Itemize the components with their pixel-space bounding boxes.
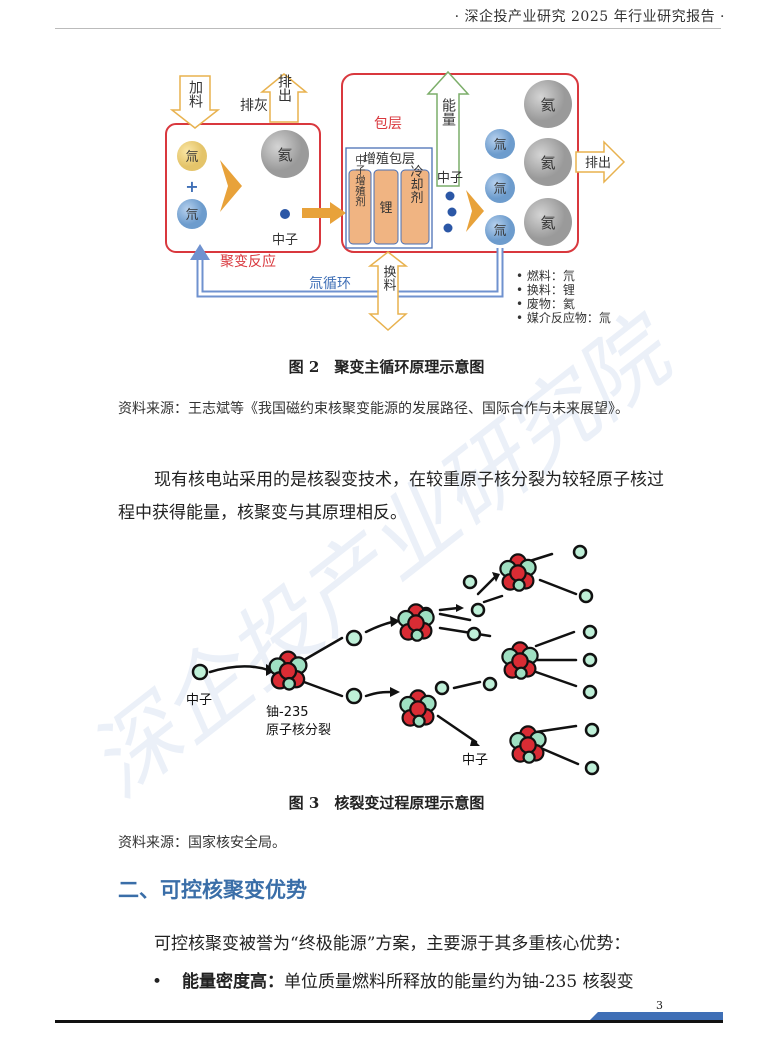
figure3-caption: 图 3 核裂变过程原理示意图 — [288, 794, 485, 812]
exhaust-top-arrow — [259, 73, 309, 123]
tritium-cycle-label: 氚循环 — [309, 276, 351, 292]
exhaust-right-label: 排出 — [585, 156, 611, 171]
neutron-transfer-arrow — [302, 202, 346, 224]
svg-text:氦: 氦 — [540, 154, 555, 172]
blanket-chevron — [466, 190, 484, 232]
feed-label: 加料 — [187, 80, 203, 108]
legend-item-refuel: • 换料：锂 — [516, 282, 575, 297]
plus-sign: + — [185, 177, 198, 196]
fission-diagram: 中子 铀-235 原子核分裂 中子 — [186, 544, 600, 776]
helium-out-1 — [524, 80, 572, 128]
svg-text:氦: 氦 — [277, 146, 292, 164]
fusion-reaction-label: 聚变反应 — [220, 253, 276, 270]
fusion-reaction-box — [165, 123, 321, 253]
fusion-cycle-diagram: 加料 排灰 排出 氚 + 氘 氦 中子 聚变反应 包层 增殖包层 中子增殖剂 锂… — [165, 70, 626, 332]
neutron-dot-r1 — [445, 191, 455, 201]
tritium-ball — [177, 141, 207, 171]
breeding-blanket-label: 增殖包层 — [363, 151, 415, 167]
lithium-cell — [373, 169, 399, 245]
header-divider — [55, 28, 721, 29]
neutron-label-left: 中子 — [272, 233, 298, 248]
fission-neutron-label-left: 中子 — [186, 693, 212, 708]
uranium-label: 铀-235 — [266, 705, 309, 720]
paragraph-fission: 现有核电站采用的是核裂变技术，在较重原子核分裂为较轻原子核过程中获得能量，核聚变… — [118, 470, 664, 523]
tritium-cycle-arrowhead — [190, 244, 210, 260]
figure2-caption: 图 2 聚变主循环原理示意图 — [288, 358, 485, 376]
exhaust-top-label: 排出 — [276, 74, 292, 102]
svg-text:氘: 氘 — [185, 208, 198, 223]
page-number: 3 — [656, 999, 663, 1012]
paragraph-advantages: 可控核聚变被誉为“终极能源”方案，主要源于其多重核心优势： — [154, 934, 631, 954]
bullet-item-energy-density: 能量密度高：单位质量燃料所释放的能量约为铀-235 核裂变 — [182, 967, 634, 992]
helium-ball-left — [261, 130, 309, 178]
neutron-dot-r3 — [443, 223, 453, 233]
tritium-out-2 — [485, 173, 515, 203]
blanket-label: 包层 — [374, 116, 402, 132]
figure2-source: 资料来源：王志斌等《我国磁约束核聚变能源的发展路径、国际合作与未来展望》。 — [118, 401, 629, 417]
footer-rule — [55, 1020, 723, 1023]
legend-item-fuel: • 燃料：氘 — [516, 268, 575, 283]
neutron-multiplier-cell — [348, 169, 372, 245]
svg-text:氦: 氦 — [540, 96, 555, 114]
svg-text:冷却剂: 冷却剂 — [408, 165, 424, 204]
deuterium-ball — [177, 199, 207, 229]
bullet-label: 能量密度高： — [182, 972, 284, 992]
svg-text:氚: 氚 — [185, 150, 198, 165]
energy-arrow — [426, 70, 470, 187]
refuel-label: 换料 — [381, 265, 397, 291]
fission-neutron-label-bottom: 中子 — [462, 753, 488, 768]
nucleus-fission-label: 原子核分裂 — [266, 723, 331, 738]
bullet-text: 单位质量燃料所释放的能量约为铀-235 核裂变 — [284, 972, 634, 992]
energy-label: 能量 — [440, 98, 456, 126]
svg-text:氚: 氚 — [493, 224, 506, 239]
fusion-legend: • 燃料：氘 • 换料：锂 • 废物：氦 • 媒介反应物：氚 — [516, 268, 611, 325]
neutron-label-right: 中子 — [437, 171, 463, 186]
tritium-out-3 — [485, 215, 515, 245]
svg-text:中子增殖剂: 中子增殖剂 — [354, 153, 366, 207]
svg-text:氦: 氦 — [540, 214, 555, 232]
tritium-out-1 — [485, 129, 515, 159]
svg-text:氚: 氚 — [493, 138, 506, 153]
ash-label: 排灰 — [240, 98, 268, 114]
neutron-dot-r2 — [447, 207, 457, 217]
coolant-cell — [400, 169, 430, 245]
bullet-marker: • — [152, 972, 163, 992]
exhaust-right-arrow — [575, 140, 626, 184]
feed-arrow — [169, 75, 221, 129]
legend-item-waste: • 废物：氦 — [516, 296, 575, 311]
helium-out-3 — [524, 198, 572, 246]
legend-item-medium: • 媒介反应物：氚 — [516, 310, 611, 325]
helium-out-2 — [524, 138, 572, 186]
section-heading: 二、可控核聚变优势 — [118, 878, 307, 902]
svg-text:氚: 氚 — [493, 182, 506, 197]
fusion-chevron — [220, 160, 242, 212]
footer-accent — [590, 1012, 723, 1020]
refuel-arrow — [367, 251, 409, 332]
figure3-source: 资料来源：国家核安全局。 — [118, 835, 286, 851]
uranium-nucleus — [268, 650, 308, 691]
neutron-dot-left — [280, 209, 290, 219]
svg-text:锂: 锂 — [379, 201, 392, 216]
page-header: · 深企投产业研究 2025 年行业研究报告 · — [454, 9, 725, 25]
